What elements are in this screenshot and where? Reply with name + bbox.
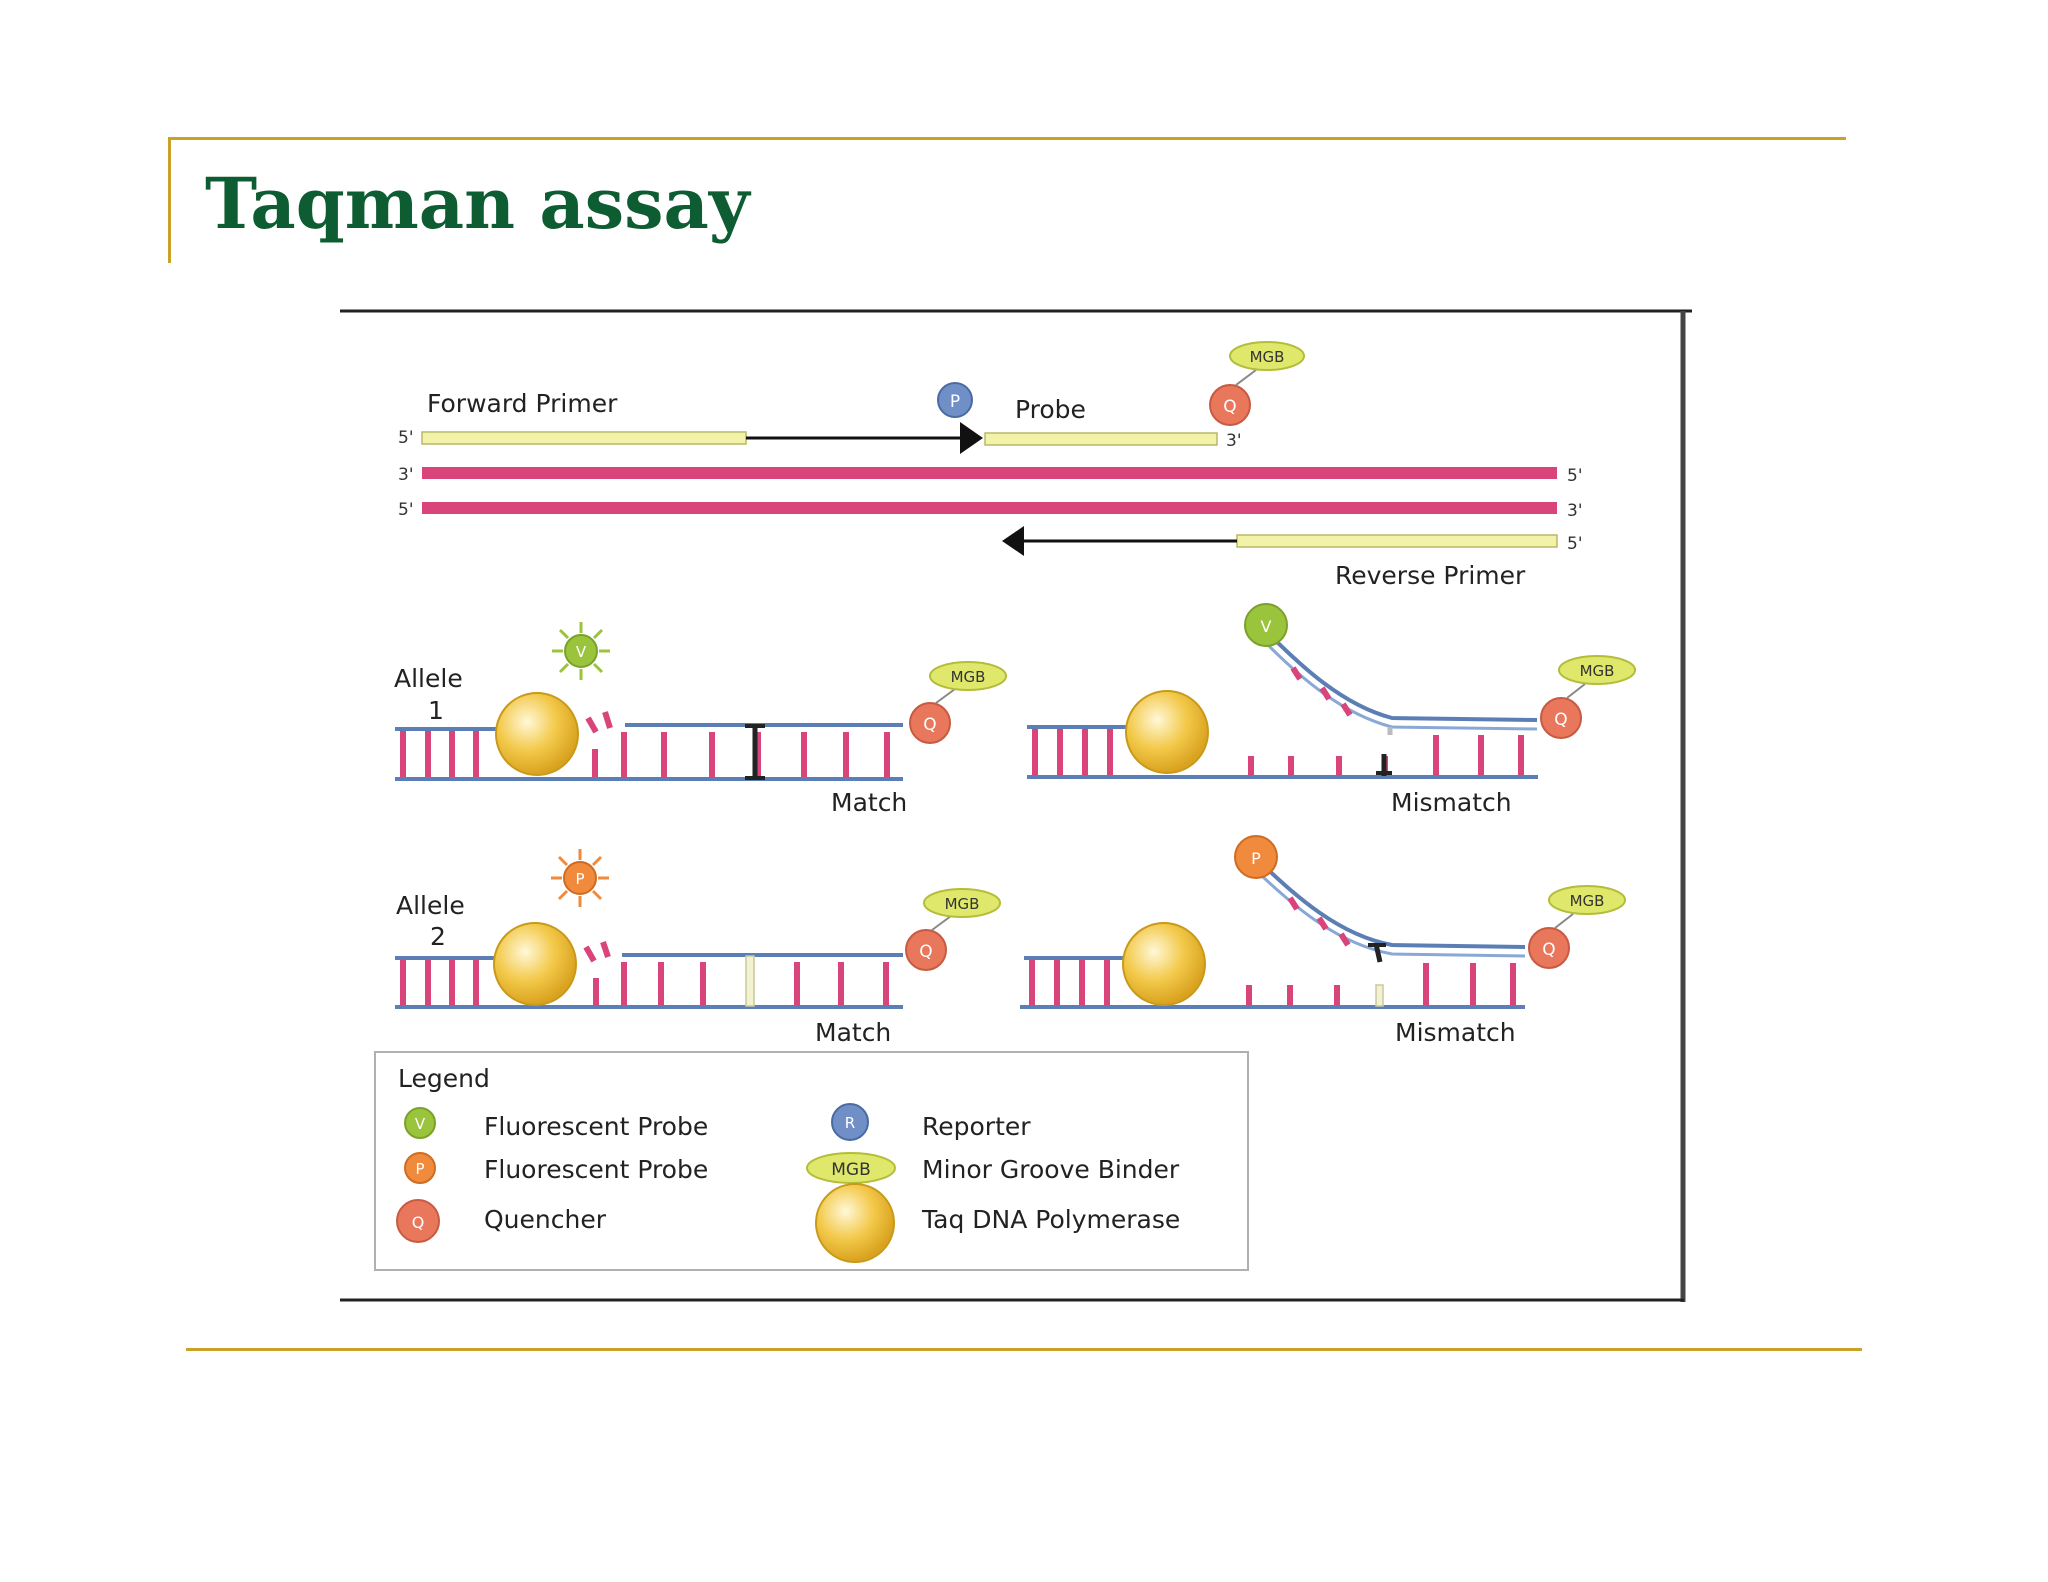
svg-text:MGB: MGB bbox=[831, 1160, 871, 1180]
legend-item-label: Minor Groove Binder bbox=[922, 1155, 1180, 1184]
reporter-icon bbox=[831, 1103, 869, 1141]
mgb-icon bbox=[923, 888, 1001, 918]
reverse-arrowhead-icon bbox=[1002, 526, 1024, 556]
end-label-strand2-5: 5' bbox=[398, 500, 414, 520]
allele-1-mismatch-duplex bbox=[1027, 631, 1538, 779]
allele-1-row: Allele 1 bbox=[394, 603, 1636, 817]
template-strand-2 bbox=[422, 502, 1557, 514]
legend-item-label: Fluorescent Probe bbox=[484, 1112, 708, 1141]
svg-text:MGB: MGB bbox=[1580, 662, 1615, 680]
slide-title: Taqman assay bbox=[205, 162, 750, 245]
allele-1-label: Allele bbox=[394, 664, 463, 693]
allele-2-mismatch-duplex bbox=[1020, 862, 1526, 1009]
fluorescent-dye-p-icon bbox=[404, 1152, 436, 1184]
reporter-dye-icon bbox=[937, 382, 973, 418]
allele-2-number: 2 bbox=[430, 922, 446, 951]
mgb-icon bbox=[806, 1152, 896, 1184]
svg-text:MGB: MGB bbox=[1250, 348, 1285, 366]
end-label-strand1-3: 3' bbox=[398, 465, 414, 485]
svg-text:V: V bbox=[1261, 617, 1272, 636]
end-label-rev-5: 5' bbox=[1567, 534, 1583, 554]
quencher-icon bbox=[396, 1199, 440, 1243]
mgb-icon bbox=[929, 661, 1007, 691]
svg-text:Q: Q bbox=[923, 715, 936, 735]
allele-1-match-duplex bbox=[395, 711, 903, 781]
fluorescent-dye-v-icon bbox=[1244, 603, 1288, 647]
svg-text:Q: Q bbox=[412, 1213, 425, 1232]
forward-primer-label: Forward Primer bbox=[427, 389, 618, 418]
forward-primer-bar bbox=[421, 431, 747, 445]
quencher-icon bbox=[1209, 384, 1251, 426]
svg-text:MGB: MGB bbox=[1570, 892, 1605, 910]
reverse-primer-bar bbox=[1236, 534, 1558, 548]
allele-2-row: Allele 2 bbox=[395, 835, 1626, 1047]
taq-polymerase-icon bbox=[495, 692, 579, 776]
svg-text:V: V bbox=[576, 643, 587, 661]
quencher-icon bbox=[905, 929, 947, 971]
svg-text:MGB: MGB bbox=[945, 895, 980, 913]
legend-item-label: Fluorescent Probe bbox=[484, 1155, 708, 1184]
slide-frame-bottom-rule bbox=[186, 1348, 1862, 1351]
quencher-icon bbox=[1540, 697, 1582, 739]
mgb-icon bbox=[1558, 655, 1636, 685]
svg-text:Q: Q bbox=[1554, 710, 1567, 730]
template-strand-1 bbox=[422, 467, 1557, 479]
forward-arrowhead-icon bbox=[960, 422, 983, 454]
fluorescent-dye-p-icon bbox=[1234, 835, 1278, 879]
svg-text:P: P bbox=[1251, 849, 1261, 868]
probe-bar bbox=[984, 432, 1218, 446]
end-label-probe-3: 3' bbox=[1226, 431, 1242, 451]
allele-2-mismatch-label: Mismatch bbox=[1395, 1018, 1516, 1047]
mgb-icon bbox=[1548, 885, 1626, 915]
allele-1-mismatch-label: Mismatch bbox=[1391, 788, 1512, 817]
figure-frame bbox=[340, 309, 1692, 1302]
released-dye-v-icon: V bbox=[552, 622, 610, 680]
allele-2-match-label: Match bbox=[815, 1018, 891, 1047]
svg-text:Q: Q bbox=[1542, 940, 1555, 960]
taq-polymerase-icon bbox=[1125, 690, 1209, 774]
taq-polymerase-icon bbox=[1122, 922, 1206, 1006]
top-section: Forward Primer Probe Reverse Primer 5' 3… bbox=[398, 341, 1583, 590]
legend-item-label: Quencher bbox=[484, 1205, 607, 1234]
probe-label: Probe bbox=[1015, 395, 1086, 424]
svg-text:P: P bbox=[950, 392, 960, 412]
svg-text:P: P bbox=[575, 870, 584, 888]
svg-text:MGB: MGB bbox=[951, 668, 986, 686]
allele-1-number: 1 bbox=[428, 696, 444, 725]
mgb-icon bbox=[1229, 341, 1305, 371]
slide-frame-left-rule bbox=[168, 137, 171, 263]
polymerase-icon bbox=[815, 1183, 895, 1263]
reverse-primer-label: Reverse Primer bbox=[1335, 561, 1526, 590]
quencher-icon bbox=[1528, 927, 1570, 969]
taq-polymerase-icon bbox=[493, 922, 577, 1006]
fluorescent-dye-v-icon bbox=[404, 1107, 436, 1139]
end-label-strand1-5: 5' bbox=[1567, 466, 1583, 486]
allele-2-label: Allele bbox=[396, 891, 465, 920]
slide-frame-top-rule bbox=[168, 137, 1846, 140]
matched-base-pair-marker bbox=[745, 955, 755, 1007]
quencher-icon bbox=[909, 702, 951, 744]
svg-text:R: R bbox=[845, 1114, 855, 1132]
legend-item-label: Reporter bbox=[922, 1112, 1031, 1141]
end-label-fwd-5: 5' bbox=[398, 428, 414, 448]
legend-item-label: Taq DNA Polymerase bbox=[921, 1205, 1180, 1234]
mismatched-base-marker bbox=[1375, 984, 1384, 1007]
legend: Legend V Fluorescent Probe P Fluorescent… bbox=[374, 1051, 1249, 1271]
released-dye-p-icon: P bbox=[551, 849, 609, 907]
svg-text:Q: Q bbox=[1223, 397, 1236, 417]
allele-2-match-duplex bbox=[395, 941, 903, 1009]
svg-text:Q: Q bbox=[919, 942, 932, 962]
legend-title: Legend bbox=[398, 1064, 490, 1093]
svg-text:P: P bbox=[415, 1160, 424, 1178]
end-label-strand2-3: 3' bbox=[1567, 501, 1583, 521]
allele-1-match-label: Match bbox=[831, 788, 907, 817]
svg-text:V: V bbox=[415, 1115, 426, 1133]
